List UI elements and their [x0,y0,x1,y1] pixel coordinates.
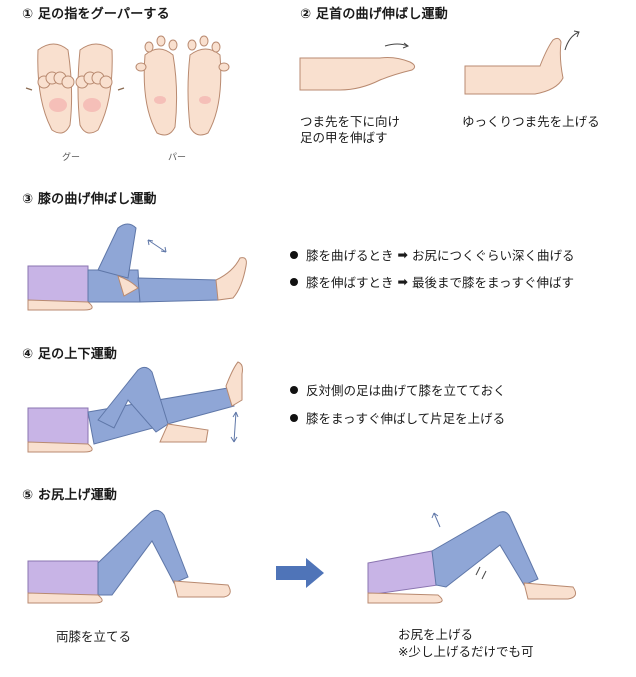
section5-title: ⑤ お尻上げ運動 [22,488,118,503]
knee-bullet-1-b: お尻につくぐらい深く曲げる [412,248,575,263]
hip-caption-right-1: お尻を上げる [398,627,474,642]
knee-bullet-2: 膝を伸ばすとき ➡ 最後まで膝をまっすぐ伸ばす [290,272,574,291]
section1-title: ① 足の指をグーパーする [22,7,170,22]
knee-bullet-2-a: 膝を伸ばすとき [306,275,394,290]
feet-pa-illustration [135,35,230,136]
bullet-dot-icon [290,385,298,394]
ankle-caption-left-1: つま先を下に向け [300,114,401,129]
right-arrow-icon: ➡ [397,247,408,262]
leg-bullet-2-text: 膝をまっすぐ伸ばして片足を上げる [306,411,506,426]
hip-raise-illustration [367,511,577,604]
section4-title: ④ 足の上下運動 [22,347,118,362]
leg-bullet-1: 反対側の足は曲げて膝を立てておく [290,380,506,399]
bullet-dot-icon [290,413,298,422]
section3-title: ③ 膝の曲げ伸ばし運動 [22,192,157,207]
right-arrow-icon [276,558,324,588]
hip-caption-right-2: ※少し上げるだけでも可 [398,644,534,659]
label-pa: パー [168,153,187,163]
leg-raise-illustration [27,361,243,453]
hip-caption-left: 両膝を立てる [56,629,132,644]
knee-bend-illustration [27,223,247,311]
feet-gu-illustration [25,43,125,134]
knee-bullet-2-b: 最後まで膝をまっすぐ伸ばす [412,275,575,290]
leg-bullet-2: 膝をまっすぐ伸ばして片足を上げる [290,408,505,427]
leg-bullet-1-text: 反対側の足は曲げて膝を立てておく [306,383,506,398]
knees-up-illustration [27,509,231,604]
bullet-dot-icon [290,250,298,259]
ankle-caption-right: ゆっくりつま先を上げる [462,114,600,129]
knee-bullet-1: 膝を曲げるとき ➡ お尻につくぐらい深く曲げる [290,245,575,264]
right-arrow-icon: ➡ [397,274,408,289]
section2-title: ② 足首の曲げ伸ばし運動 [300,7,448,22]
ankle-point-illustration [299,42,416,91]
ankle-flex-illustration [464,30,580,95]
label-gu: グー [62,153,81,163]
ankle-caption-left-2: 足の甲を伸ばす [300,130,388,145]
knee-bullet-1-a: 膝を曲げるとき [306,248,394,263]
bullet-dot-icon [290,277,298,286]
